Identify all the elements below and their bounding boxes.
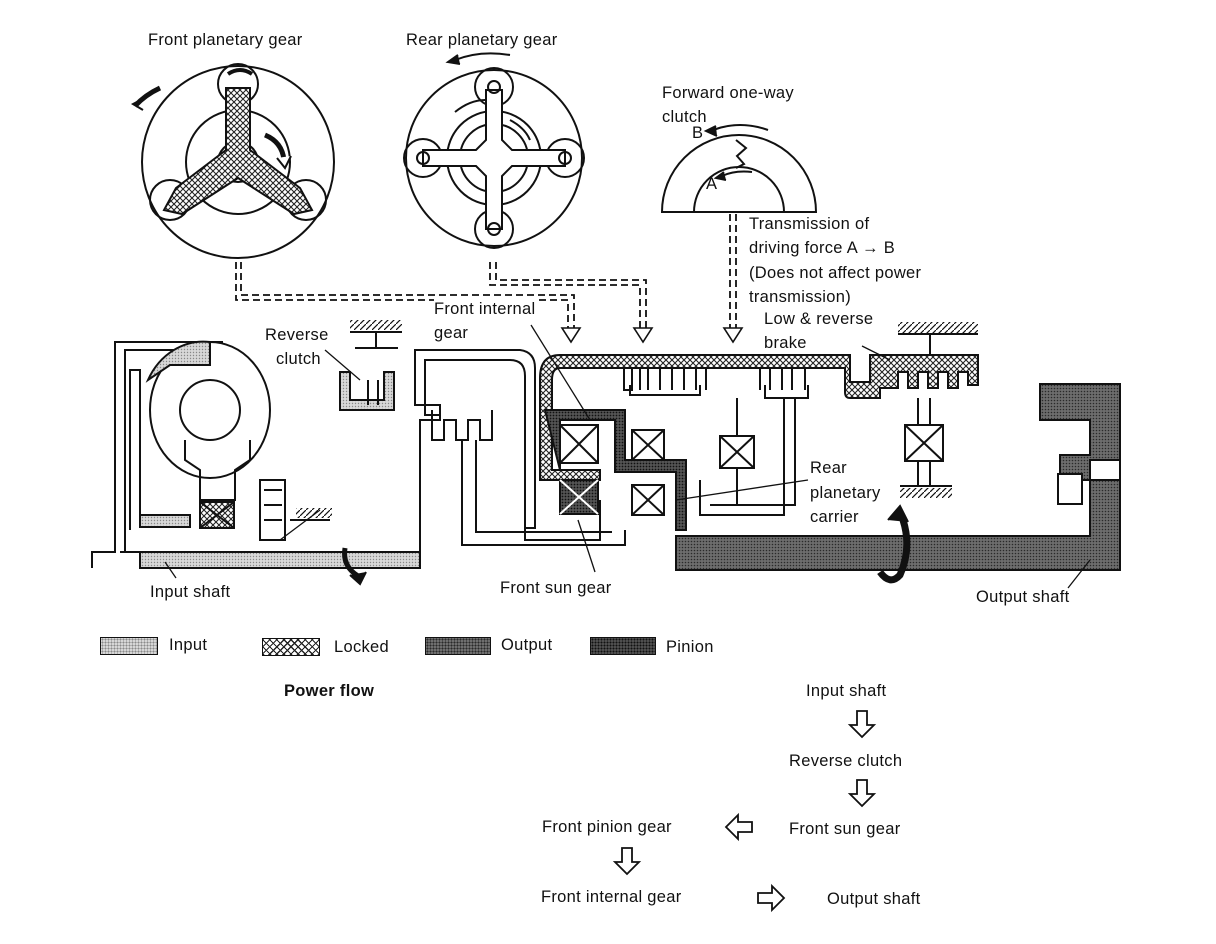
flow-step-input-shaft: Input shaft — [806, 682, 887, 700]
flow-step-reverse-clutch: Reverse clutch — [789, 752, 903, 770]
leader-lines — [164, 324, 1091, 589]
flow-step-front-internal-gear: Front internal gear — [541, 888, 682, 906]
torque-converter-drawing — [91, 340, 332, 568]
forward-one-way-clutch-drawing — [660, 124, 818, 213]
output-shaft-drawing — [675, 383, 1121, 571]
rotation-arrow-icon — [342, 504, 911, 586]
transmission-note-line2: driving force A → B — [749, 239, 896, 257]
power-flow-title: Power flow — [284, 682, 375, 700]
front-internal-gear-label: Front internal — [434, 297, 536, 321]
legend-label-input: Input — [169, 636, 208, 654]
legend-swatch-input — [100, 637, 158, 655]
low-reverse-brake-label-2: brake — [764, 334, 807, 352]
front-sun-gear-label: Front sun gear — [500, 579, 612, 597]
input-shaft-label: Input shaft — [150, 583, 231, 601]
rear-planetary-carrier-label-3: carrier — [810, 508, 859, 526]
reverse-clutch-label-2: clutch — [276, 350, 321, 368]
output-shaft-label: Output shaft — [976, 588, 1070, 606]
forward-one-way-clutch-label-2: clutch — [662, 108, 707, 126]
legend-swatch-pinion — [590, 637, 656, 655]
transmission-note-line4: transmission) — [749, 288, 852, 306]
flow-step-front-pinion-gear: Front pinion gear — [542, 818, 672, 836]
front-internal-gear-drum — [350, 320, 979, 498]
front-internal-gear-label-2: gear — [434, 321, 469, 345]
rear-planetary-gear-drawing — [403, 52, 585, 249]
front-planetary-block — [524, 398, 755, 541]
input-shaft-drawing — [120, 349, 536, 569]
legend-label-output: Output — [501, 636, 553, 654]
rear-planetary-carrier-label-2: planetary — [810, 484, 881, 502]
clutch-packs — [431, 368, 809, 546]
flow-step-front-sun-gear: Front sun gear — [789, 820, 901, 838]
clutch-b-label: B — [692, 124, 704, 142]
dashed-leaders — [235, 214, 737, 330]
front-planetary-gear-drawing — [130, 63, 335, 259]
rear-planetary-gear-label: Rear planetary gear — [406, 31, 558, 49]
legend-label-locked: Locked — [334, 638, 390, 656]
rear-planetary-carrier-label: Rear — [810, 459, 847, 477]
low-reverse-brake-label: Low & reverse — [764, 310, 874, 328]
clutch-a-label: A — [706, 175, 718, 193]
forward-one-way-clutch-label: Forward one-way — [662, 84, 794, 102]
legend-label-pinion: Pinion — [666, 638, 714, 656]
front-planetary-gear-label: Front planetary gear — [148, 31, 303, 49]
legend-swatch-locked — [262, 638, 320, 656]
reverse-clutch-label: Reverse — [265, 326, 329, 344]
legend-swatch-output — [425, 637, 491, 655]
transmission-note-line1: Transmission of — [749, 215, 870, 233]
transmission-note-line3: (Does not affect power — [749, 264, 922, 282]
flow-step-output-shaft: Output shaft — [827, 890, 921, 908]
